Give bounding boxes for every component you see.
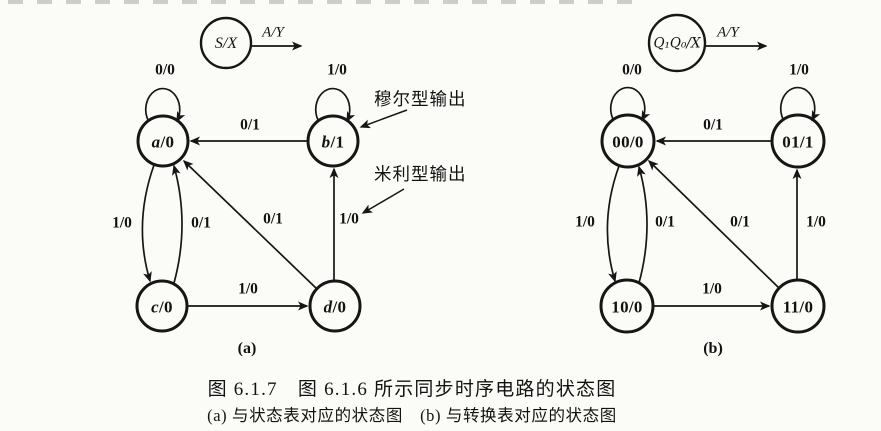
legend-arrow-label-a: A/Y (262, 24, 284, 41)
edge-label-b-self: 1/0 (327, 61, 347, 79)
state-b-output: /1 (330, 132, 345, 152)
state-00-name: 00 (612, 132, 630, 152)
legend-arrow-label-b: A/Y (717, 24, 739, 41)
edge-label-c-to-d: 1/0 (238, 280, 258, 298)
diagram-b-sublabel: (b) (703, 340, 723, 357)
edge-label-d-to-b: 1/0 (339, 210, 359, 228)
state-circle-00 (600, 113, 656, 169)
state-label-01: 01/1 (782, 134, 813, 151)
state-label-d: d/0 (324, 299, 347, 316)
edge-label-a-self: 0/0 (155, 61, 175, 79)
edge-label-b-to-a: 0/1 (240, 116, 260, 134)
state-c-output: /0 (159, 297, 173, 317)
state-d-output: /0 (332, 297, 347, 317)
state-circle-11 (770, 278, 826, 334)
edge-c-to-a (172, 164, 183, 284)
state-c-name: c (151, 297, 160, 317)
legend-node-label-b: Q₁Q₀/X (653, 35, 701, 52)
state-label-a: a/0 (152, 134, 175, 151)
edge-00-self-loop (609, 86, 651, 122)
diagram-a-sublabel: (a) (237, 340, 257, 357)
state-circle-c (135, 279, 189, 333)
state-10-output: /0 (628, 297, 643, 317)
edge-label-01-self: 1/0 (789, 61, 809, 79)
moore-annotation-arrow (359, 109, 408, 129)
mealy-annotation-arrow (361, 188, 405, 214)
state-d-name: d (323, 297, 333, 317)
state-11-name: 11 (782, 297, 800, 317)
legend-node-a (199, 16, 253, 70)
edge-10-to-00 (637, 165, 648, 284)
moore-output-annotation: 穆尔型输出 (374, 89, 467, 109)
edge-label-11-to-01: 1/0 (806, 213, 826, 231)
state-01-name: 01 (782, 132, 800, 152)
edge-label-10-to-11: 1/0 (702, 280, 722, 298)
edge-00-to-10 (606, 165, 620, 283)
state-circle-10 (599, 278, 655, 334)
edge-a-self-loop (144, 87, 186, 123)
state-label-10: 10/0 (611, 299, 642, 316)
edge-label-d-to-a: 0/1 (263, 210, 283, 228)
edge-11-to-00 (647, 159, 781, 290)
edge-label-a-to-c: 1/0 (112, 214, 132, 232)
state-00-output: /0 (629, 132, 644, 152)
page-edge-text-artifact (8, 0, 638, 4)
edge-label-00-to-10: 1/0 (575, 213, 595, 231)
state-circle-a (136, 114, 190, 168)
state-10-name: 10 (611, 297, 629, 317)
edge-label-11-to-00: 0/1 (730, 213, 750, 231)
edge-b-self-loop (314, 87, 356, 123)
edge-label-01-to-00: 0/1 (703, 116, 723, 134)
edge-label-00-self: 0/0 (622, 61, 642, 79)
edge-label-10-to-00: 0/1 (655, 213, 675, 231)
edge-01-self-loop (779, 86, 821, 122)
state-label-c: c/0 (151, 299, 173, 316)
state-11-output: /0 (799, 297, 814, 317)
state-label-b: b/1 (322, 134, 345, 151)
edge-a-to-c (141, 164, 155, 283)
mealy-output-annotation: 米利型输出 (374, 164, 467, 184)
state-circle-d (308, 279, 362, 333)
edge-label-c-to-a: 0/1 (191, 214, 211, 232)
legend-node-label-a: S/X (214, 35, 238, 52)
state-label-00: 00/0 (612, 134, 643, 151)
state-a-output: /0 (160, 132, 175, 152)
state-label-11: 11/0 (783, 299, 814, 316)
state-circle-01 (770, 113, 826, 169)
state-circle-b (306, 114, 360, 168)
edge-d-to-a (182, 159, 318, 290)
figure-caption-subtitle: (a) 与状态表对应的状态图 (b) 与转换表对应的状态图 (207, 406, 617, 425)
figure-caption-title: 图 6.1.7 图 6.1.6 所示同步时序电路的状态图 (207, 379, 617, 400)
state-b-name: b (321, 132, 331, 152)
legend-node-b (647, 13, 707, 73)
state-a-name: a (151, 132, 161, 152)
state-01-output: /1 (799, 132, 814, 152)
